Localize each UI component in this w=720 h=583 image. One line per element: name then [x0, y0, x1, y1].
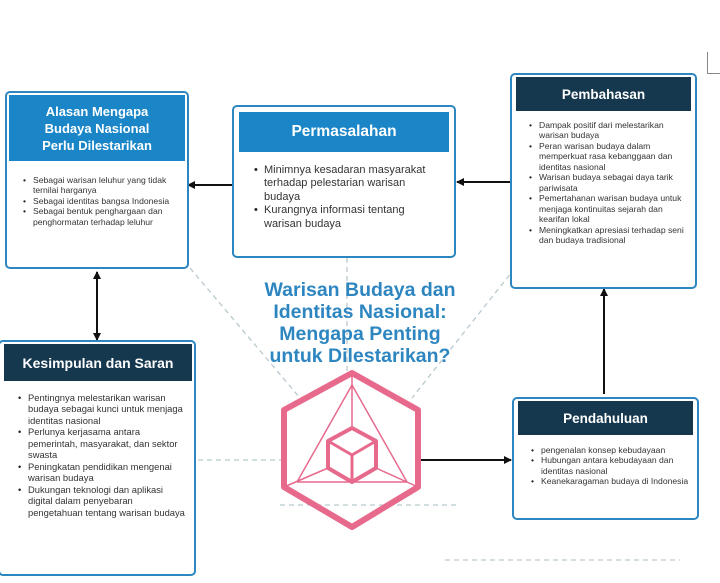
- list-item: Dukungan teknologi dan aplikasi digital …: [18, 484, 188, 518]
- pembahasan-list: Dampak positif dari melestarikan warisan…: [512, 111, 695, 246]
- pembahasan-box: Pembahasan Dampak positif dari melestari…: [510, 73, 697, 289]
- pendahuluan-title: Pendahuluan: [518, 401, 693, 435]
- list-item: Sebagai identitas bangsa Indonesia: [23, 196, 179, 207]
- kesimpulan-box: Kesimpulan dan Saran Pentingnya melestar…: [0, 340, 196, 576]
- list-item: Sebagai warisan leluhur yang tidak terni…: [23, 175, 179, 196]
- center-title: Warisan Budaya dan Identitas Nasional: M…: [264, 279, 456, 367]
- list-item: Minimnya kesadaran masyarakat terhadap p…: [254, 164, 444, 204]
- list-item: Perlunya kerjasama antara pemerintah, ma…: [18, 426, 188, 460]
- list-item: Warisan budaya sebagai daya tarik pariwi…: [529, 172, 689, 193]
- list-item: Keanekaragaman budaya di Indonesia: [531, 476, 691, 487]
- pendahuluan-box: Pendahuluan pengenalan konsep kebudayaan…: [512, 397, 699, 520]
- list-item: Pentingnya melestarikan warisan budaya s…: [18, 392, 188, 426]
- corner-mark: [707, 52, 720, 74]
- alasan-title: Alasan Mengapa Budaya Nasional Perlu Dil…: [9, 95, 185, 161]
- list-item: Sebagai bentuk penghargaan dan penghorma…: [23, 206, 179, 227]
- kesimpulan-list: Pentingnya melestarikan warisan budaya s…: [0, 381, 194, 518]
- permasalahan-box: Permasalahan Minimnya kesadaran masyarak…: [232, 105, 456, 258]
- arrows: [93, 178, 608, 464]
- list-item: Pemertahanan warisan budaya untuk menjag…: [529, 193, 689, 224]
- list-item: Hubungan antara kebudayaan dan identitas…: [531, 455, 691, 476]
- list-item: Peran warisan budaya dalam memperkuat ra…: [529, 141, 689, 172]
- pendahuluan-list: pengenalan konsep kebudayaan Hubungan an…: [514, 435, 697, 487]
- list-item: pengenalan konsep kebudayaan: [531, 445, 691, 456]
- list-item: Kurangnya informasi tentang warisan buda…: [254, 204, 444, 231]
- cube-icon: [281, 370, 421, 530]
- alasan-list: Sebagai warisan leluhur yang tidak terni…: [7, 161, 187, 227]
- pembahasan-title: Pembahasan: [516, 77, 691, 111]
- permasalahan-list: Minimnya kesadaran masyarakat terhadap p…: [234, 152, 454, 231]
- kesimpulan-title: Kesimpulan dan Saran: [4, 344, 192, 381]
- list-item: Dampak positif dari melestarikan warisan…: [529, 120, 689, 141]
- permasalahan-title: Permasalahan: [239, 112, 449, 152]
- alasan-box: Alasan Mengapa Budaya Nasional Perlu Dil…: [5, 91, 189, 269]
- list-item: Peningkatan pendidikan mengenai warisan …: [18, 461, 188, 484]
- list-item: Meningkatkan apresiasi terhadap seni dan…: [529, 225, 689, 246]
